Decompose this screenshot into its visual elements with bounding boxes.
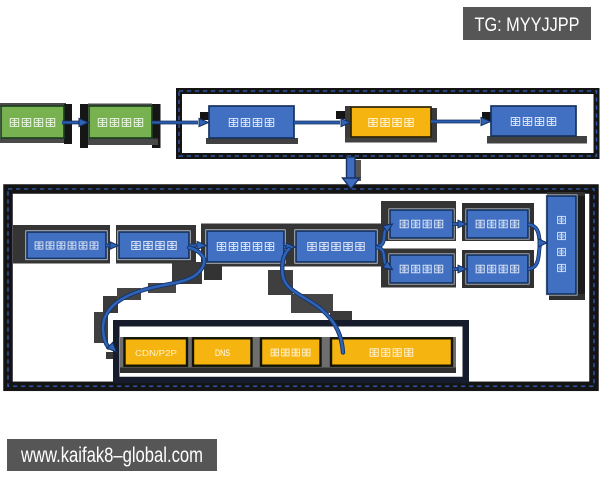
svg-text:www.kaifak8–global.com: www.kaifak8–global.com [20,444,203,467]
svg-text:DNS: DNS [215,348,230,358]
svg-text:CDN/P2P: CDN/P2P [135,348,177,358]
svg-text:TG: MYYJJPP: TG: MYYJJPP [475,14,580,36]
